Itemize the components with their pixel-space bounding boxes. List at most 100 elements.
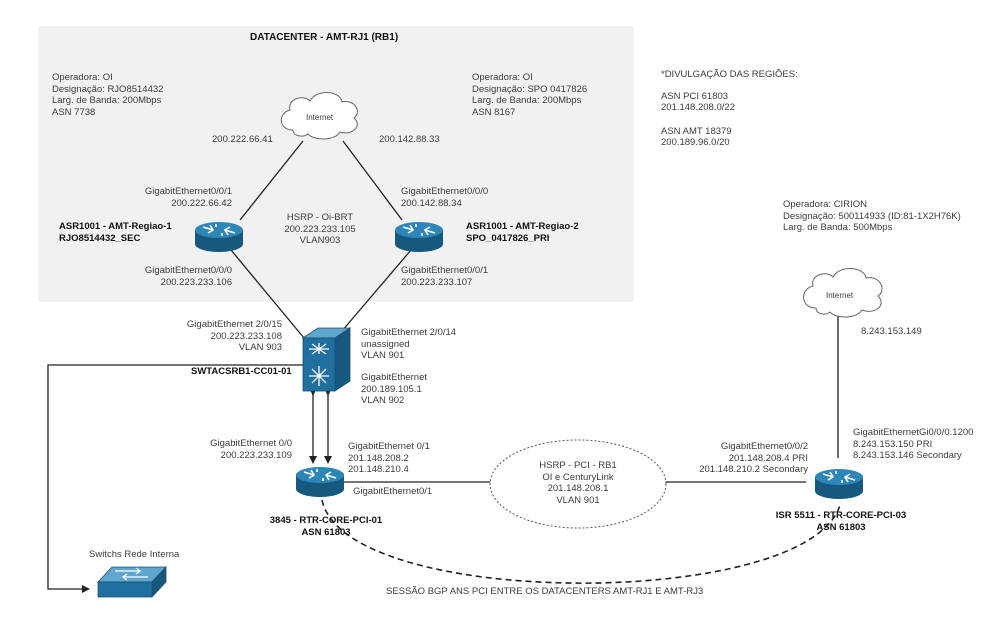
internet-right-label: Internet [826, 291, 854, 300]
link-internet-r1 [239, 140, 304, 221]
router-3845-icon [295, 466, 345, 498]
hsrp-oi-title: HSRP - Oi-BRT [286, 212, 354, 223]
isr-name: ISR 5511 - RTR-CORE-PCI-03 ASN 61803 [766, 510, 916, 533]
hsrp-pci-vlan: VLAN 901 [556, 494, 600, 506]
switch-if-left-name: GigabitEthernet 2/0/15 [186, 319, 282, 330]
isr-asn: ASN 61803 [816, 521, 866, 533]
r1-if-top-ip: 200.222.66.42 [171, 197, 232, 209]
r1-if-bottom-name: GigabitEthernet0/0/0 [144, 265, 232, 276]
regions-prefix-amt: 200.189.96.0/20 [661, 137, 730, 148]
r1-if-top-name: GigabitEthernet0/0/1 [144, 186, 232, 197]
ip-right-link: 200.142.88.33 [379, 134, 440, 145]
regions-asn-pci: ASN PCI 61803 [661, 90, 729, 102]
switch-if-right-top: GigabitEthernet 2/0/14 unassigned VLAN 9… [361, 327, 456, 362]
router-r1-icon [194, 221, 244, 253]
switch-interna-label: Switchs Rede Interna [89, 549, 180, 560]
r3845-name: 3845 - RTR-CORE-PCI-01 ASN 61803 [252, 515, 400, 538]
switch-name: SWTACSRB1-CC01-01 [191, 366, 292, 377]
r3845-if-right: GigabitEthernet 0/1 201.148.208.2 201.14… [348, 441, 430, 476]
r3845-if-right-ip1: 201.148.208.2 [348, 452, 409, 464]
switch-if-right-bottom-vlan: VLAN 902 [361, 395, 405, 406]
switch-if-left-vlan: VLAN 903 [238, 342, 282, 353]
hsrp-pci-title: HSRP - PCI - RB1 [539, 460, 617, 471]
isr-if-right-ip-sec: 8.243.153.146 Secondary [853, 450, 962, 461]
isr-model: ISR 5511 - RTR-CORE-PCI-03 [775, 510, 907, 521]
oi-right-info: Operadora: OI Designação: SPO 0417826 La… [472, 72, 587, 118]
link-r2-switch [335, 249, 412, 339]
hsrp-oi-vlan: VLAN903 [299, 235, 341, 246]
r1-designation: RJO8514432_SEC [59, 232, 141, 244]
cirion-designation: Designação: 500114933 (ID:81-1X2H76K) [783, 210, 961, 222]
isr-if-left-ip-sec: 201.148.210.2 Secondary [699, 464, 808, 475]
regions-asn-amt: ASN AMT 18379 [661, 125, 732, 137]
r2-if-bottom-ip: 200.223.233.107 [401, 276, 473, 288]
r2-if-top-name: GigabitEthernet0/0/0 [401, 186, 489, 197]
router-isr-icon [814, 468, 864, 500]
oi-right-designation: Designação: SPO 0417826 [472, 83, 588, 95]
core-switch-icon [301, 327, 352, 392]
oi-left-info: Operadora: OI Designação: RJO8514432 Lar… [52, 72, 163, 118]
oi-right-asn: ASN 8167 [472, 106, 516, 118]
r2-name: ASR1001 - AMT-Regiao-2 SPO_0417826_PRI [466, 221, 579, 244]
cirion-bandwidth: Larg. de Banda: 500Mbps [783, 222, 893, 233]
ip-cirion-link: 8.243.153.149 [861, 326, 922, 337]
regions-prefix-pci: 201.148.208.0/22 [661, 102, 735, 113]
r2-if-top: GigabitEthernet0/0/0 200.142.88.34 [401, 186, 488, 209]
bgp-session-caption: SESSÃO BGP ANS PCI ENTRE OS DATACENTERS … [386, 586, 704, 597]
switch-if-right-top-ip: unassigned [361, 338, 410, 350]
r3845-asn: ASN 61803 [301, 526, 351, 538]
r3845-if-left-name: GigabitEthernet 0/0 [210, 438, 292, 449]
isr-if-right-ip-pri: 8.243.153.150 PRI [853, 438, 933, 450]
link-r1-switch [230, 249, 305, 339]
switch-if-right-bottom-name: GigabitEthernet [361, 372, 428, 383]
isr-if-right: GigabitEthernetGi0/0/0.1200 8.243.153.15… [853, 427, 973, 462]
internet-cloud-left [280, 92, 358, 140]
r2-if-bottom: GigabitEthernet0/0/1 200.223.233.107 [401, 265, 488, 288]
oi-right-bandwidth: Larg. de Banda: 200Mbps [472, 95, 582, 106]
links [47, 140, 841, 593]
cirion-operator: Operadora: CIRION [783, 199, 867, 210]
hsrp-pci-carriers: OI e CenturyLink [542, 471, 614, 483]
r1-model: ASR1001 - AMT-Regiao-1 [59, 221, 172, 232]
internal-switch-icon [97, 565, 167, 599]
r3845-if-left: GigabitEthernet 0/0 200.223.233.109 [196, 438, 292, 461]
r2-model: ASR1001 - AMT-Regiao-2 [466, 221, 579, 232]
regions-title: *DIVULGAÇÃO DAS REGIÕES: [661, 69, 798, 80]
r1-if-top: GigabitEthernet0/0/1 200.222.66.42 [120, 186, 232, 209]
r1-if-bottom-ip: 200.223.233.106 [160, 276, 232, 288]
switch-if-right-bottom: GigabitEthernet 200.189.105.1 VLAN 902 [361, 372, 427, 407]
oi-left-operator: Operadora: OI [52, 72, 113, 83]
oi-left-designation: Designação: RJO8514432 [52, 83, 164, 95]
r1-if-bottom: GigabitEthernet0/0/0 200.223.233.106 [120, 265, 232, 288]
r3845-if-link: GigabitEthernet0/1 [353, 486, 433, 497]
oi-left-bandwidth: Larg. de Banda: 200Mbps [52, 95, 162, 106]
r3845-if-right-ip2: 201.148.210.4 [348, 464, 409, 475]
oi-right-operator: Operadora: OI [472, 72, 533, 83]
bgp-session-link [321, 499, 841, 584]
hsrp-pci-label: HSRP - PCI - RB1 OI e CenturyLink 201.14… [516, 460, 640, 506]
isr-if-left: GigabitEthernet0/0/2 201.148.208.4 PRI 2… [672, 441, 808, 476]
hsrp-oi-label: HSRP - Oi-BRT 200.223.233.105 VLAN903 [268, 212, 372, 247]
r1-name: ASR1001 - AMT-Regiao-1 RJO8514432_SEC [59, 221, 172, 244]
r2-if-top-ip: 200.142.88.34 [401, 197, 462, 209]
ip-left-link: 200.222.66.41 [212, 134, 273, 145]
switch-if-right-bottom-ip: 200.189.105.1 [361, 383, 422, 395]
r2-designation: SPO_0417826_PRI [466, 232, 550, 244]
regions-info: *DIVULGAÇÃO DAS REGIÕES: ASN PCI 61803 2… [661, 69, 798, 149]
r3845-if-left-ip: 200.223.233.109 [220, 449, 292, 461]
hsrp-oi-ip: 200.223.233.105 [284, 223, 356, 235]
router-r2-icon [394, 221, 444, 253]
datacenter-area [38, 26, 634, 302]
hsrp-pci-ellipse [489, 439, 667, 529]
switch-if-right-top-vlan: VLAN 901 [361, 350, 405, 361]
r3845-if-right-name: GigabitEthernet 0/1 [348, 441, 430, 452]
datacenter-title: DATACENTER - AMT-RJ1 (RB1) [250, 32, 399, 43]
r3845-model: 3845 - RTR-CORE-PCI-01 [269, 515, 383, 526]
switch-if-left-ip: 200.223.233.108 [210, 330, 282, 342]
switch-if-left: GigabitEthernet 2/0/15 200.223.233.108 V… [182, 319, 282, 354]
link-switch-interna [47, 364, 303, 593]
r2-if-bottom-name: GigabitEthernet0/0/1 [401, 265, 489, 276]
internet-left-label: Internet [306, 113, 334, 122]
link-internet-r2 [342, 140, 403, 221]
